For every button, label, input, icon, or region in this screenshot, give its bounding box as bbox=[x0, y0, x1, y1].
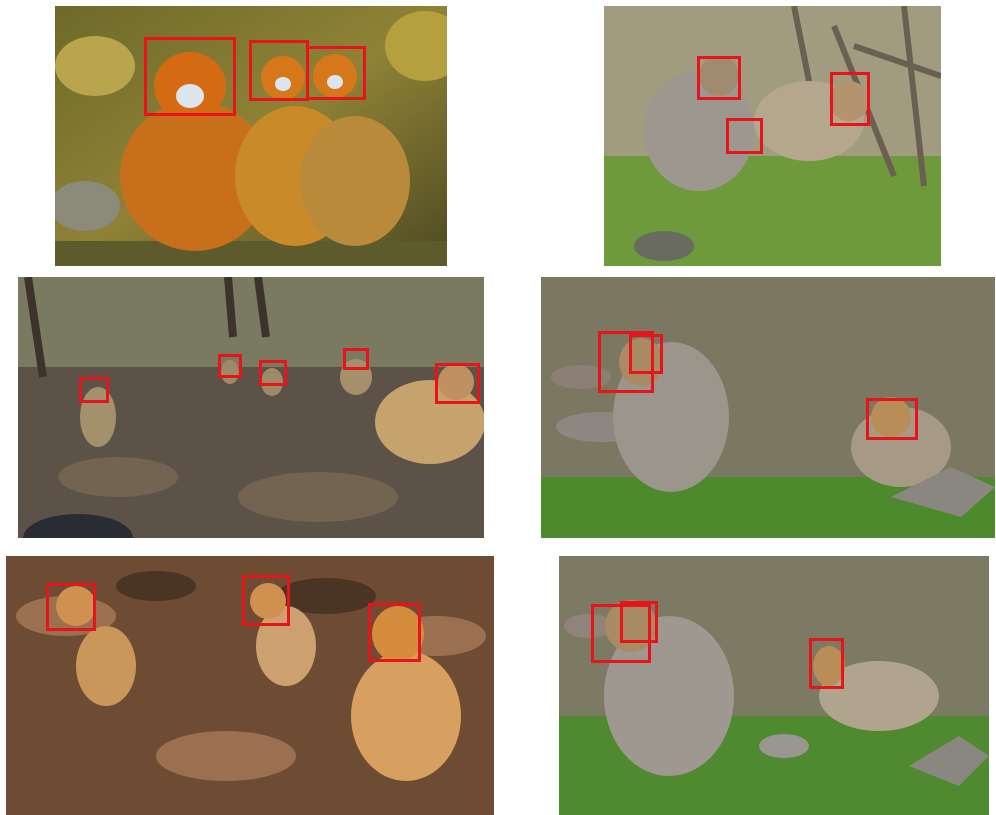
detection-box bbox=[598, 331, 654, 393]
detection-box bbox=[866, 398, 918, 440]
detection-box bbox=[726, 118, 763, 154]
photo-panel-3 bbox=[18, 277, 484, 538]
detection-box bbox=[79, 377, 109, 403]
photo-5-image bbox=[6, 556, 494, 815]
photo-6-image bbox=[559, 556, 989, 815]
photo-panel-4 bbox=[541, 277, 995, 538]
photo-panel-6 bbox=[559, 556, 989, 815]
detection-box bbox=[629, 334, 663, 374]
detection-box bbox=[218, 354, 242, 378]
photo-2-image bbox=[604, 6, 941, 266]
detection-box bbox=[242, 575, 290, 626]
detection-box bbox=[368, 603, 421, 662]
detection-box bbox=[809, 638, 844, 689]
detection-box bbox=[343, 348, 369, 370]
detection-box bbox=[249, 40, 309, 101]
detection-box bbox=[46, 583, 96, 631]
detection-box bbox=[306, 46, 366, 100]
detection-box bbox=[620, 601, 658, 643]
photo-3-image bbox=[18, 277, 484, 538]
detection-box bbox=[144, 37, 236, 116]
detection-box bbox=[830, 72, 870, 126]
detection-box bbox=[259, 360, 287, 386]
detection-box bbox=[435, 363, 480, 404]
photo-4-image bbox=[541, 277, 995, 538]
photo-panel-1 bbox=[55, 6, 447, 266]
photo-panel-2 bbox=[604, 6, 941, 266]
detection-box bbox=[697, 56, 741, 100]
photo-panel-5 bbox=[6, 556, 494, 815]
